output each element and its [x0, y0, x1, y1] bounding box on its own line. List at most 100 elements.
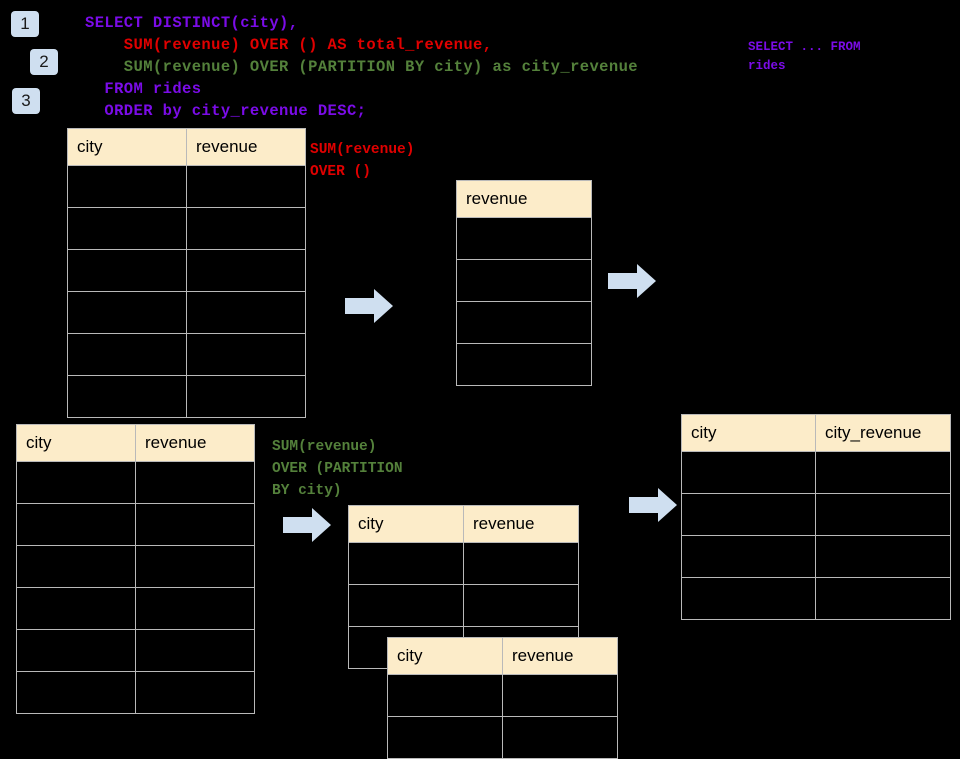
- table-row: [16, 503, 255, 546]
- step-badge-3: 3: [12, 88, 40, 114]
- cell-revenue: [502, 674, 618, 717]
- arrow-total-to-result: [608, 264, 656, 298]
- cell-revenue: [186, 333, 306, 376]
- column-header-city: city: [67, 128, 187, 166]
- cell-city-revenue: [815, 493, 951, 536]
- table-row: [681, 535, 951, 578]
- cell-revenue: [135, 461, 255, 504]
- table-row: [681, 451, 951, 494]
- cell-city: [67, 249, 187, 292]
- table-row: [67, 291, 306, 334]
- cell-city: [16, 461, 136, 504]
- table-row: [67, 333, 306, 376]
- cell-revenue: [135, 587, 255, 630]
- cell-city-revenue: [815, 451, 951, 494]
- table-header-row: city revenue: [16, 424, 255, 462]
- cell-city: [67, 333, 187, 376]
- table-row: [16, 587, 255, 630]
- column-header-city: city: [387, 637, 503, 675]
- cell-revenue: [186, 249, 306, 292]
- cell-revenue: [456, 259, 592, 302]
- cell-city: [681, 493, 816, 536]
- annotation-total-revenue-line2: OVER (): [310, 164, 371, 180]
- cell-revenue: [463, 542, 579, 585]
- cell-revenue: [135, 545, 255, 588]
- cell-city: [16, 629, 136, 672]
- cell-city: [67, 165, 187, 208]
- cell-city: [348, 584, 464, 627]
- cell-revenue: [186, 165, 306, 208]
- cell-city-revenue: [815, 577, 951, 620]
- table-total-revenue: revenue: [456, 180, 592, 386]
- cell-city-revenue: [815, 535, 951, 578]
- column-header-revenue: revenue: [463, 505, 579, 543]
- table-header-row: city city_revenue: [681, 414, 951, 452]
- cell-revenue: [186, 375, 306, 418]
- table-row: [16, 461, 255, 504]
- cell-city: [16, 545, 136, 588]
- table-row: [456, 301, 592, 344]
- step-badge-1: 1: [11, 11, 39, 37]
- table-header-row: city revenue: [67, 128, 306, 166]
- cell-revenue: [135, 671, 255, 714]
- cell-revenue: [463, 584, 579, 627]
- table-result: city city_revenue: [681, 414, 951, 620]
- annotation-city-revenue-line1: SUM(revenue): [272, 439, 377, 455]
- cell-revenue: [502, 716, 618, 759]
- sql-line-from: FROM rides: [85, 80, 202, 98]
- table-row: [387, 674, 618, 717]
- table-row: [456, 259, 592, 302]
- table-row: [348, 542, 579, 585]
- table-row: [67, 375, 306, 418]
- cell-city: [681, 451, 816, 494]
- annotation-city-revenue-line3: BY city): [272, 483, 342, 499]
- table-partition-front: city revenue: [387, 637, 618, 759]
- table-row: [387, 716, 618, 759]
- cell-revenue: [135, 503, 255, 546]
- cell-city: [16, 503, 136, 546]
- table-header-row: city revenue: [387, 637, 618, 675]
- table-row: [67, 165, 306, 208]
- table-source-top: city revenue: [67, 128, 306, 418]
- table-header-row: revenue: [456, 180, 592, 218]
- arrow-source-to-total: [345, 289, 393, 323]
- side-note-select-from: SELECT ... FROM: [748, 40, 861, 54]
- arrow-partition-to-result: [629, 488, 677, 522]
- cell-revenue: [456, 343, 592, 386]
- cell-city: [67, 207, 187, 250]
- table-row: [348, 584, 579, 627]
- cell-revenue: [186, 207, 306, 250]
- cell-city: [387, 716, 503, 759]
- cell-city: [348, 542, 464, 585]
- column-header-city-revenue: city_revenue: [815, 414, 951, 452]
- column-header-city: city: [681, 414, 816, 452]
- sql-line-city-revenue: SUM(revenue) OVER (PARTITION BY city) as…: [85, 58, 638, 76]
- table-header-row: city revenue: [348, 505, 579, 543]
- column-header-revenue: revenue: [135, 424, 255, 462]
- cell-revenue: [135, 629, 255, 672]
- side-note-rides: rides: [748, 59, 786, 73]
- cell-revenue: [456, 217, 592, 260]
- cell-city: [681, 577, 816, 620]
- cell-city: [67, 375, 187, 418]
- table-row: [456, 217, 592, 260]
- table-row: [67, 249, 306, 292]
- sql-line-select: SELECT DISTINCT(city),: [85, 14, 299, 32]
- annotation-city-revenue-line2: OVER (PARTITION: [272, 461, 403, 477]
- column-header-city: city: [348, 505, 464, 543]
- sql-line-order-by: ORDER by city_revenue DESC;: [85, 102, 367, 120]
- cell-revenue: [186, 291, 306, 334]
- diagram-canvas: 1 2 3 SELECT DISTINCT(city), SUM(revenue…: [11, 11, 951, 759]
- table-row: [67, 207, 306, 250]
- table-row: [16, 671, 255, 714]
- cell-revenue: [456, 301, 592, 344]
- table-row: [681, 493, 951, 536]
- table-row: [456, 343, 592, 386]
- cell-city: [387, 674, 503, 717]
- cell-city: [16, 671, 136, 714]
- column-header-revenue: revenue: [502, 637, 618, 675]
- sql-line-total-revenue: SUM(revenue) OVER () AS total_revenue,: [85, 36, 493, 54]
- cell-city: [16, 587, 136, 630]
- annotation-total-revenue-line1: SUM(revenue): [310, 142, 415, 158]
- table-row: [16, 545, 255, 588]
